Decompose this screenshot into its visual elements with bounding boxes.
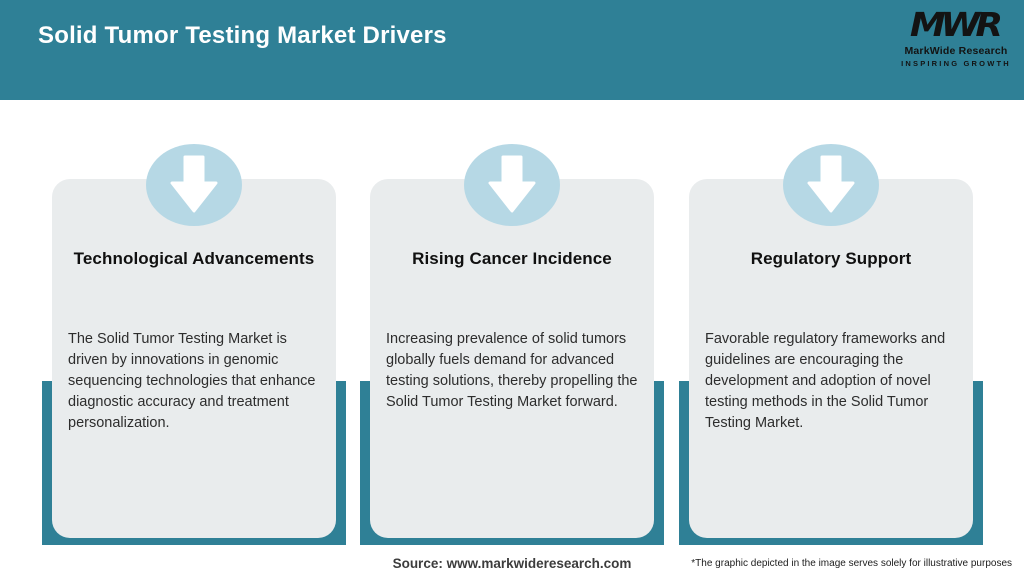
arrow-circle bbox=[464, 144, 560, 226]
card-panel bbox=[52, 179, 336, 538]
logo-tagline: INSPIRING GROWTH bbox=[901, 58, 1011, 68]
markwide-research-logo: MWR MarkWide Research INSPIRING GROWTH bbox=[900, 8, 1012, 67]
source-text: Source: www.markwideresearch.com bbox=[392, 556, 632, 571]
down-arrow-icon bbox=[807, 155, 855, 213]
arrow-circle bbox=[146, 144, 242, 226]
down-arrow-icon bbox=[170, 155, 218, 213]
card-panel bbox=[689, 179, 973, 538]
driver-card-technological-advancements: Technological Advancements The Solid Tum… bbox=[42, 144, 346, 545]
driver-card-rising-cancer-incidence: Rising Cancer Incidence Increasing preva… bbox=[360, 144, 664, 545]
logo-monogram: MWR bbox=[909, 6, 1003, 45]
header-bar: Solid Tumor Testing Market Drivers MWR M… bbox=[0, 0, 1024, 100]
card-title: Regulatory Support bbox=[750, 249, 912, 268]
logo-name: MarkWide Research bbox=[904, 45, 1008, 57]
card-title: Technological Advancements bbox=[73, 249, 315, 268]
card-body: Favorable regulatory frameworks and guid… bbox=[705, 331, 946, 431]
page-title: Solid Tumor Testing Market Drivers bbox=[38, 22, 447, 49]
disclaimer-text: *The graphic depicted in the image serve… bbox=[691, 558, 1012, 569]
down-arrow-icon bbox=[488, 155, 536, 213]
card-body: The Solid Tumor Testing Market is driven… bbox=[68, 331, 316, 431]
card-body: Increasing prevalence of solid tumors gl… bbox=[386, 331, 638, 410]
arrow-circle bbox=[783, 144, 879, 226]
driver-card-regulatory-support: Regulatory Support Favorable regulatory … bbox=[679, 144, 983, 545]
card-panel bbox=[370, 179, 654, 538]
card-title: Rising Cancer Incidence bbox=[412, 249, 612, 268]
